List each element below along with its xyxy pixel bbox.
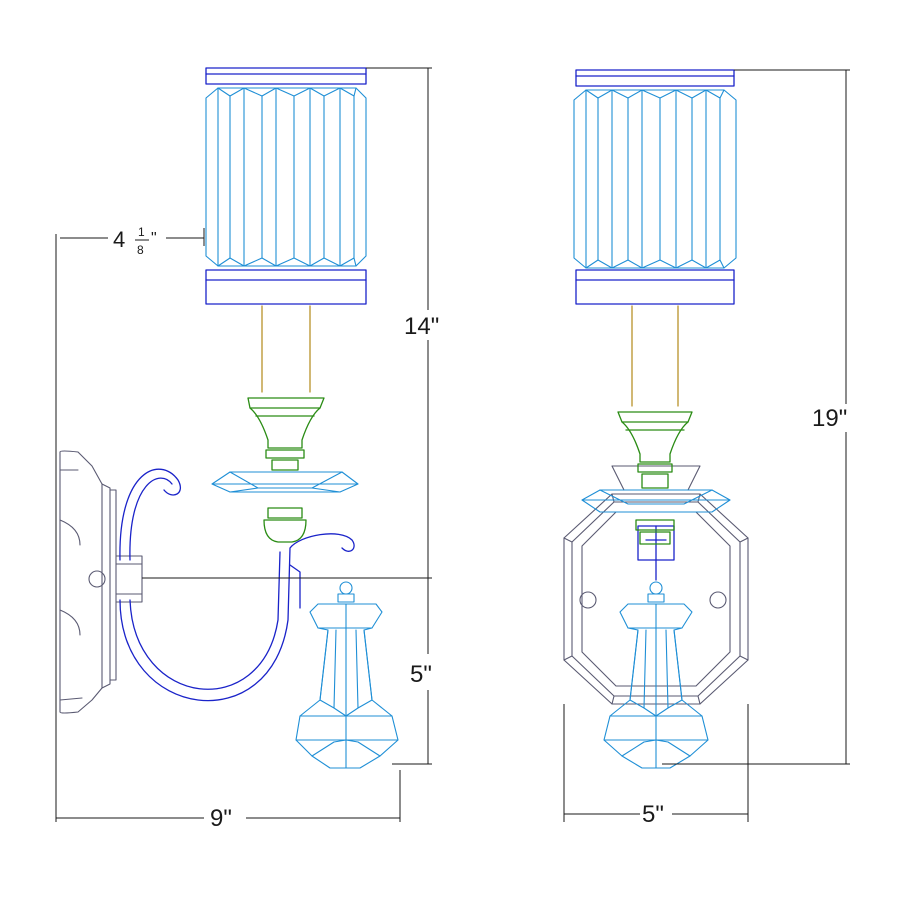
side-height-label: 14" xyxy=(404,313,439,340)
side-candle-cup xyxy=(247,397,325,543)
side-view: 4 1 8 " 14" 5" 9" xyxy=(55,67,439,832)
arm-offset-unit: " xyxy=(151,230,157,247)
side-dimension-lines xyxy=(55,67,432,822)
front-dimension-lines xyxy=(563,69,850,822)
front-finial xyxy=(603,581,709,769)
side-shade xyxy=(205,67,367,305)
backplate-width-label: 5" xyxy=(642,801,664,828)
front-backplate xyxy=(563,465,749,705)
front-bobeche xyxy=(581,489,731,513)
side-finial xyxy=(295,581,399,769)
drop-height-label: 5" xyxy=(410,661,432,688)
side-backplate xyxy=(59,450,143,714)
front-candle xyxy=(631,305,679,407)
side-candle xyxy=(261,305,311,393)
front-candle-cup xyxy=(617,411,693,545)
total-height-label: 19" xyxy=(812,405,847,432)
front-shade xyxy=(573,69,737,305)
arm-offset-whole: 4 xyxy=(113,227,125,252)
side-arm xyxy=(119,468,355,702)
side-bobeche xyxy=(211,471,359,493)
arm-offset-numerator: 1 xyxy=(138,225,145,239)
front-view: 19" 5" xyxy=(563,69,850,828)
arm-offset-denominator: 8 xyxy=(137,243,144,257)
front-stem xyxy=(637,525,675,581)
total-depth-label: 9" xyxy=(210,805,232,832)
